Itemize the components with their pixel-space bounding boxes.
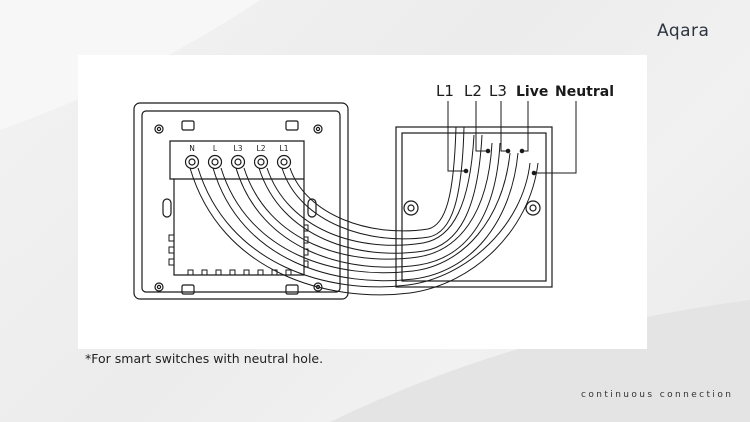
terminal-screws	[184, 154, 292, 170]
terminal-label-l3: L3	[234, 144, 243, 153]
wiring-diagram: N L L3 L2 L1	[133, 82, 614, 300]
footnote: *For smart switches with neutral hole.	[85, 351, 324, 366]
wire-label-l1: L1	[436, 82, 454, 100]
junction-box	[395, 126, 553, 288]
wire-label-live: Live	[516, 84, 548, 100]
switch-back-panel	[133, 102, 349, 300]
terminal-label-l2: L2	[257, 144, 266, 153]
wiring-diagram-panel: N L L3 L2 L1	[78, 55, 647, 349]
wire-label-neutral: Neutral	[555, 84, 614, 100]
wire-label-l3: L3	[489, 82, 507, 100]
aqara-logo: Aqara	[657, 21, 710, 41]
brand-tagline: continuous connection	[581, 390, 734, 400]
label-leaders	[447, 101, 577, 176]
terminal-label-n: N	[189, 144, 195, 153]
wires	[189, 126, 539, 296]
terminal-label-l: L	[213, 144, 218, 153]
wire-label-l2: L2	[464, 82, 482, 100]
terminal-label-l1: L1	[280, 144, 289, 153]
